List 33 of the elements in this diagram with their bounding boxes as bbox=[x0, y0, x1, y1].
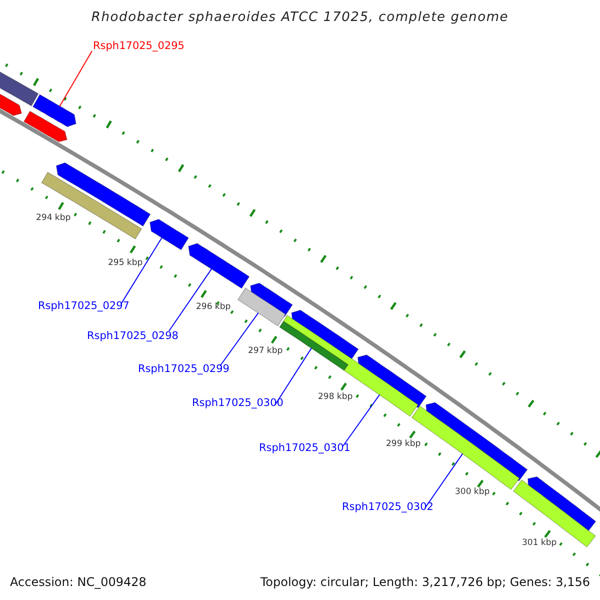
scale-label: 295 kbp bbox=[108, 259, 143, 268]
scale-label: 301 kbp bbox=[522, 539, 557, 548]
gene-block bbox=[282, 314, 419, 417]
gene-label: Rsph17025_0297 bbox=[38, 301, 130, 312]
leader-line bbox=[168, 268, 212, 332]
gene-block bbox=[56, 162, 151, 227]
scale-label: 300 kbp bbox=[455, 488, 490, 496]
scale-label: 297 kbp bbox=[248, 347, 283, 356]
gene-block bbox=[23, 110, 68, 142]
gene-label: Rsph17025_0298 bbox=[87, 331, 178, 342]
gene-label: Rsph17025_0295 bbox=[93, 41, 184, 52]
scale-label: 299 kbp bbox=[386, 440, 421, 448]
gene-block bbox=[188, 242, 250, 289]
leader-line bbox=[342, 394, 380, 446]
gene-label: Rsph17025_0300 bbox=[192, 398, 284, 408]
gene-block bbox=[512, 479, 596, 548]
leader-line bbox=[274, 348, 312, 406]
genome-info: Topology: circular; Length: 3,217,726 bp; Genes: 3,156 bbox=[260, 576, 590, 588]
gene-label: Rsph17025_0299 bbox=[138, 364, 230, 374]
leader-line bbox=[424, 453, 464, 508]
scale-label: 294 kbp bbox=[36, 214, 71, 222]
gene-block bbox=[237, 287, 286, 326]
scale-label: 296 kbp bbox=[196, 303, 231, 312]
gene-block bbox=[32, 94, 76, 128]
accession-label: Accession: NC_009428 bbox=[10, 576, 146, 588]
leader-line bbox=[59, 50, 92, 107]
gene-block bbox=[149, 218, 190, 250]
gene-label: Rsph17025_0301 bbox=[259, 443, 350, 454]
leader-line bbox=[220, 312, 259, 366]
gene-label: Rsph17025_0302 bbox=[342, 502, 434, 512]
leader-line bbox=[120, 237, 162, 304]
title: Rhodobacter sphaeroides ATCC 17025, complete genome bbox=[90, 11, 510, 24]
scale-label: 298 kbp bbox=[318, 393, 353, 402]
